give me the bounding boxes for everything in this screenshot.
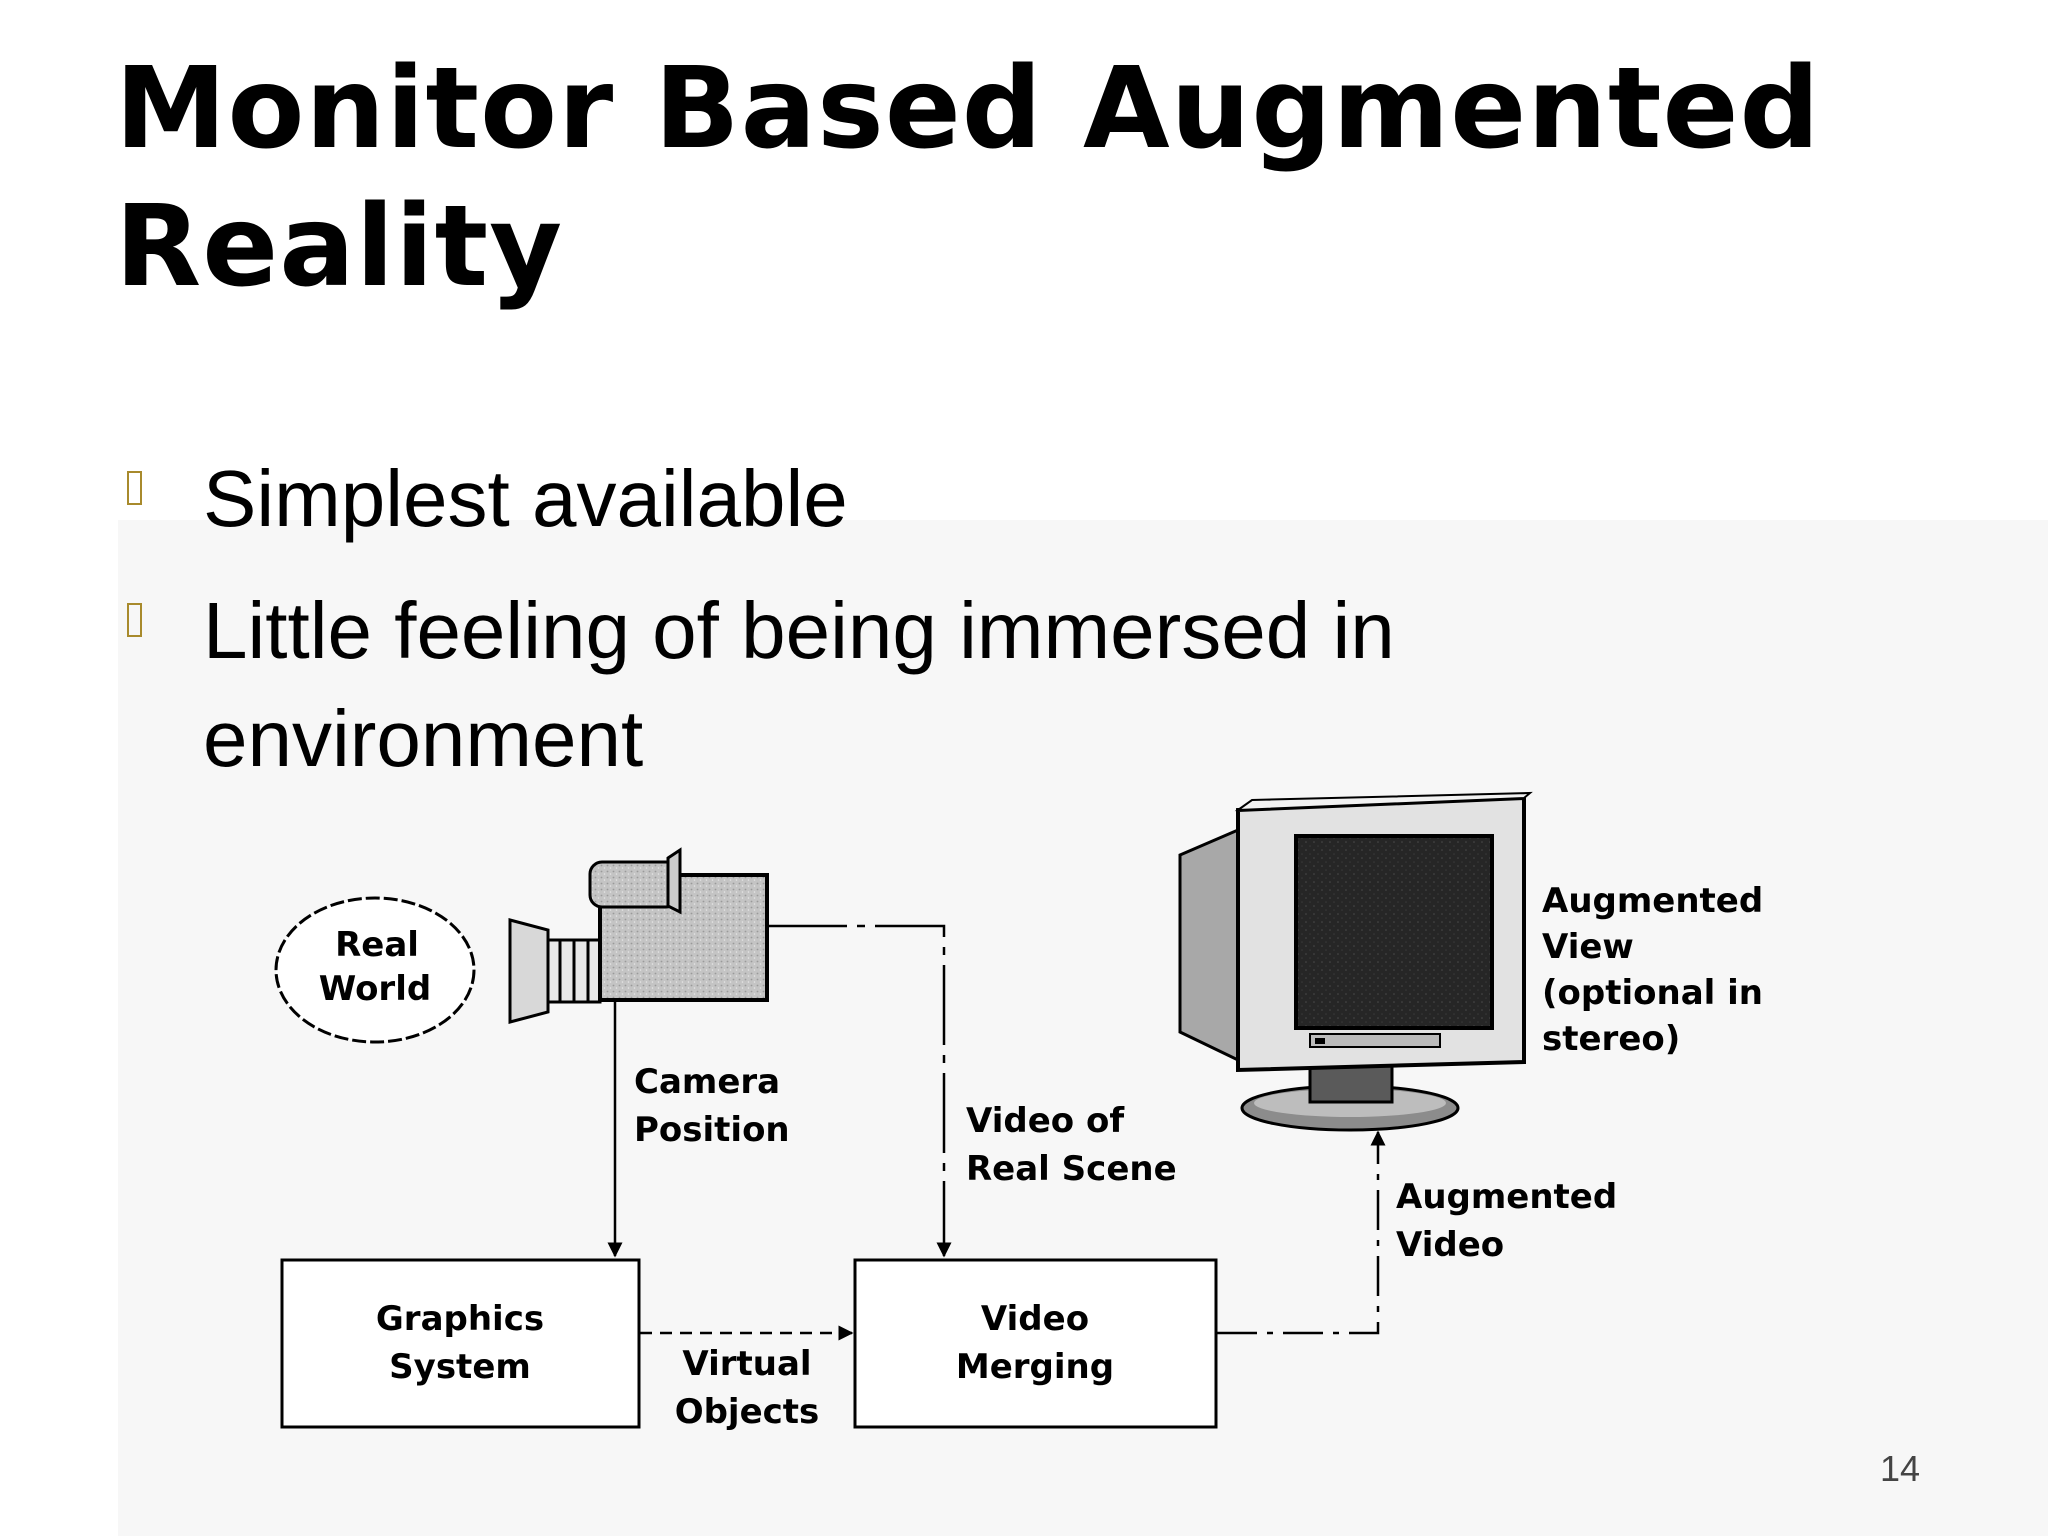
video-of-real-scene-line2: Real Scene — [966, 1149, 1177, 1189]
camera-position-label: Camera Position — [634, 1062, 790, 1150]
augmented-video-arrow — [1217, 1130, 1386, 1335]
page-number: 14 — [1880, 1448, 1921, 1489]
real-world-node: Real World — [274, 896, 476, 1044]
connectors — [607, 924, 1386, 1341]
bullet-list: Simplest available Little feeling of bei… — [118, 445, 1818, 817]
video-of-real-scene-line1: Video of — [966, 1101, 1125, 1141]
video-of-real-scene-label: Video of Real Scene — [966, 1101, 1177, 1189]
graphics-system-label-line2: System — [389, 1347, 531, 1387]
bullet-text: Little feeling of being immersed in envi… — [203, 586, 1395, 783]
virtual-objects-line1: Virtual — [682, 1344, 811, 1384]
bullet-item: Simplest available — [118, 445, 1818, 553]
bullet-item: Little feeling of being immersed in envi… — [118, 577, 1818, 793]
virtual-objects-line2: Objects — [675, 1392, 820, 1432]
graphics-system-label-line1: Graphics — [376, 1299, 544, 1339]
camera-position-line2: Position — [634, 1110, 790, 1150]
video-merging-label-line2: Merging — [956, 1347, 1114, 1387]
slide-title: Monitor Based Augmented Reality — [115, 44, 1821, 312]
augmented-video-line1: Augmented — [1396, 1177, 1617, 1217]
video-merging-box: Video Merging — [853, 1258, 1218, 1429]
camera-position-line1: Camera — [634, 1062, 780, 1102]
video-of-real-scene-arrow — [767, 924, 952, 1258]
bullet-marker-icon — [127, 603, 142, 637]
augmented-view-line4: stereo) — [1542, 1019, 1680, 1059]
augmented-view-label: Augmented View (optional in stereo) — [1542, 881, 1763, 1059]
augmented-view-line1: Augmented — [1542, 881, 1763, 921]
bullet-text: Simplest available — [203, 454, 848, 543]
video-camera-icon — [508, 847, 769, 1024]
real-world-label-line2: World — [319, 969, 431, 1009]
graphics-system-box: Graphics System — [280, 1258, 641, 1429]
virtual-objects-label: Virtual Objects — [675, 1344, 820, 1432]
augmented-view-line2: View — [1542, 927, 1634, 967]
augmented-video-line2: Video — [1396, 1225, 1504, 1265]
monitor-icon — [1178, 791, 1533, 1132]
real-world-label-line1: Real — [335, 925, 419, 965]
augmented-video-label: Augmented Video — [1396, 1177, 1617, 1265]
video-merging-label-line1: Video — [981, 1299, 1089, 1339]
bullet-marker-icon — [127, 471, 142, 505]
augmented-view-line3: (optional in — [1542, 973, 1763, 1013]
